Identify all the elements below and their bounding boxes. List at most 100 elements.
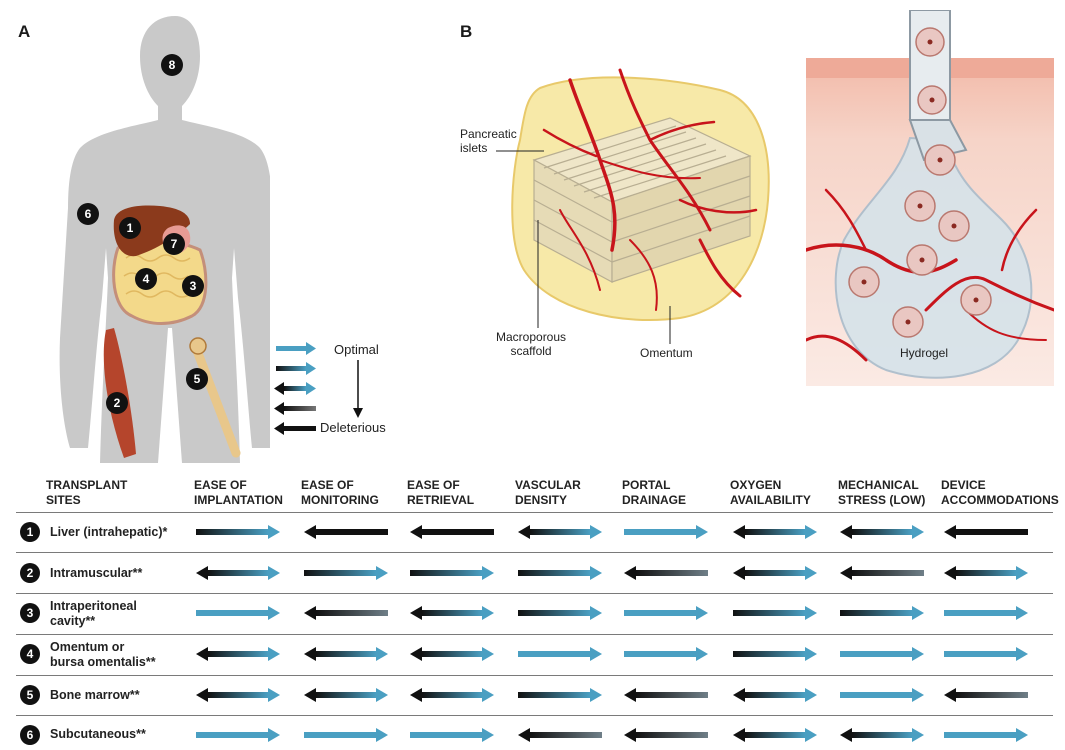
row-divider [16, 512, 1053, 513]
rating-arrow [840, 606, 924, 620]
rating-arrow [304, 606, 388, 620]
rating-arrow [733, 525, 817, 539]
rating-arrow [624, 566, 708, 580]
rating-arrow [304, 688, 388, 702]
annotation-scaffold-leader [537, 220, 539, 328]
rating-arrow [518, 525, 602, 539]
marker-6-badge: 6 [77, 203, 99, 225]
row-number-badge: 4 [20, 644, 40, 664]
row-number-badge: 2 [20, 563, 40, 583]
rating-arrow [518, 728, 602, 742]
row-divider [16, 675, 1053, 676]
rating-arrow [624, 525, 708, 539]
row-divider [16, 552, 1053, 553]
rating-arrow [518, 606, 602, 620]
rating-arrow [944, 566, 1028, 580]
rating-arrow [196, 688, 280, 702]
rating-arrow [840, 525, 924, 539]
legend-arrow-5 [274, 422, 316, 435]
rating-arrow [196, 566, 280, 580]
rating-arrow [304, 525, 388, 539]
marker-7-badge: 7 [163, 233, 185, 255]
header-mechanical-stress: MECHANICAL STRESS (LOW) [838, 478, 926, 507]
rating-arrow [196, 647, 280, 661]
row-label-omentum: Omentum or bursa omentalis** [50, 640, 156, 669]
rating-arrow [304, 647, 388, 661]
rating-arrow [196, 606, 280, 620]
legend-arrow-4 [274, 402, 316, 415]
rating-arrow [410, 647, 494, 661]
rating-arrow [733, 647, 817, 661]
row-label-liver: Liver (intrahepatic)* [50, 525, 168, 539]
legend-arrow-2 [276, 362, 316, 375]
header-oxygen-availability: OXYGEN AVAILABILITY [730, 478, 811, 507]
rating-arrow [196, 728, 280, 742]
hydrogel-illustration [806, 10, 1054, 386]
header-ease-retrieval: EASE OF RETRIEVAL [407, 478, 475, 507]
header-ease-implantation: EASE OF IMPLANTATION [194, 478, 283, 507]
blood-vessels [542, 68, 758, 311]
rating-arrow [840, 566, 924, 580]
tissue-vessels [806, 188, 1054, 362]
rating-arrow [410, 728, 494, 742]
annotation-islets-leader [496, 150, 544, 152]
rating-arrow [733, 728, 817, 742]
rating-arrow [410, 688, 494, 702]
rating-arrow [944, 647, 1028, 661]
rating-arrow [304, 728, 388, 742]
rating-arrow [518, 688, 602, 702]
legend-arrows [274, 342, 316, 435]
rating-arrow [733, 606, 817, 620]
legend-scale-arrow [353, 360, 363, 418]
legend-deleterious: Deleterious [320, 420, 386, 435]
rating-arrow [196, 525, 280, 539]
row-number-badge: 6 [20, 725, 40, 745]
marker-8-badge: 8 [161, 54, 183, 76]
row-label-subcutaneous: Subcutaneous** [50, 727, 146, 741]
marker-1-badge: 1 [119, 217, 141, 239]
row-number-badge: 5 [20, 685, 40, 705]
rating-arrow [733, 566, 817, 580]
rating-arrow [944, 728, 1028, 742]
annotation-pancreatic-islets: Pancreatic islets [460, 127, 517, 155]
rating-arrow [944, 688, 1028, 702]
row-divider [16, 715, 1053, 716]
panel-a-label: A [18, 22, 31, 41]
row-number-badge: 1 [20, 522, 40, 542]
header-ease-monitoring: EASE OF MONITORING [301, 478, 379, 507]
marker-4-badge: 4 [135, 268, 157, 290]
rating-arrow [733, 688, 817, 702]
header-portal-drainage: PORTAL DRAINAGE [622, 478, 687, 507]
rating-arrow [840, 728, 924, 742]
row-divider [16, 593, 1053, 594]
row-label-intramuscular: Intramuscular** [50, 566, 143, 580]
rating-arrow [944, 525, 1028, 539]
legend-arrow-1 [276, 342, 316, 355]
scaffold-illustration [511, 68, 770, 321]
annotation-omentum: Omentum [640, 346, 693, 360]
rating-arrow [624, 728, 708, 742]
marker-2-badge: 2 [106, 392, 128, 414]
rating-arrow [944, 606, 1028, 620]
rating-arrow [410, 566, 494, 580]
header-vascular-density: VASCULAR DENSITY [515, 478, 581, 507]
rating-arrow [304, 566, 388, 580]
row-label-intraperitoneal: Intraperitoneal cavity** [50, 599, 137, 628]
row-divider [16, 634, 1053, 635]
legend-optimal: Optimal [334, 342, 379, 357]
rating-arrow [410, 525, 494, 539]
rating-arrow [624, 647, 708, 661]
rating-arrow [840, 688, 924, 702]
row-number-badge: 3 [20, 603, 40, 623]
legend-arrow-3 [274, 382, 316, 395]
rating-arrow [624, 606, 708, 620]
panel-b-label: B [460, 22, 473, 41]
scaffold-block [532, 117, 752, 284]
rating-arrow [518, 566, 602, 580]
header-transplant-sites: TRANSPLANT SITES [46, 478, 128, 507]
rating-arrow [624, 688, 708, 702]
annotation-omentum-leader [669, 306, 671, 344]
marker-3-badge: 3 [182, 275, 204, 297]
row-label-bone-marrow: Bone marrow** [50, 688, 140, 702]
